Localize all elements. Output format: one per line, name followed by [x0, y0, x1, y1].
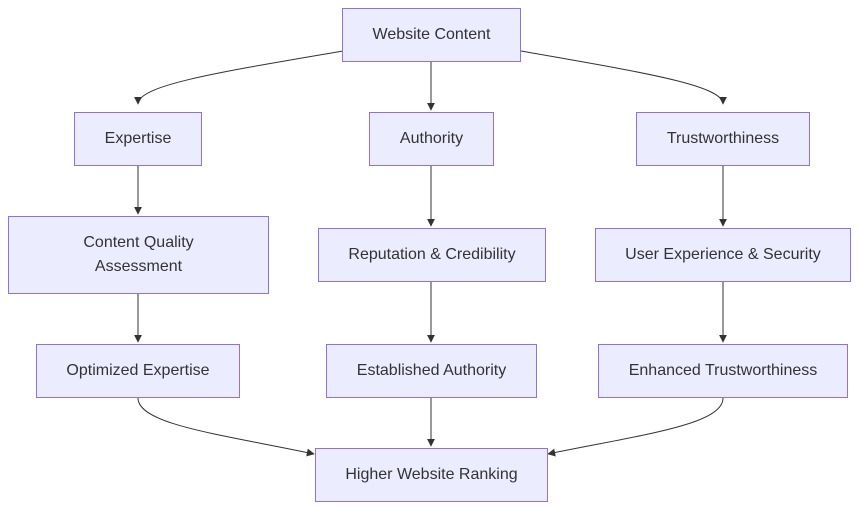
edge-website-content-to-trustworthiness	[520, 50, 727, 105]
node-label: Higher Website Ranking	[345, 466, 518, 483]
node-label: Enhanced Trustworthiness	[628, 362, 818, 379]
node-label: Established Authority	[356, 362, 507, 379]
node-optimized-expertise: Optimized Expertise	[36, 344, 240, 398]
node-label: User Experience & Security	[625, 246, 821, 263]
node-expertise: Expertise	[74, 112, 202, 166]
node-label: Authority	[399, 130, 464, 147]
edge-enhanced-trust-to-higher-ranking	[547, 397, 724, 457]
node-trustworthiness: Trustworthiness	[636, 112, 810, 166]
node-established-authority: Established Authority	[326, 344, 537, 398]
edge-optimized-expertise-to-higher-ranking	[137, 397, 315, 457]
node-label-line-2: Assessment	[94, 258, 183, 275]
node-content-quality-assessment: Content Quality Assessment	[8, 216, 269, 294]
node-label-line-1: Content Quality	[83, 234, 194, 251]
node-enhanced-trustworthiness: Enhanced Trustworthiness	[598, 344, 848, 398]
node-label: Optimized Expertise	[66, 362, 210, 379]
node-label: Expertise	[104, 130, 172, 147]
node-label: Trustworthiness	[666, 130, 780, 147]
edge-website-content-to-expertise	[134, 50, 344, 105]
node-user-experience-security: User Experience & Security	[595, 228, 851, 282]
node-label: Reputation & Credibility	[348, 246, 516, 263]
node-label: Website Content	[372, 26, 491, 43]
node-website-content: Website Content	[342, 8, 521, 62]
node-higher-website-ranking: Higher Website Ranking	[315, 448, 548, 502]
node-reputation-credibility: Reputation & Credibility	[318, 228, 546, 282]
node-authority: Authority	[369, 112, 494, 166]
